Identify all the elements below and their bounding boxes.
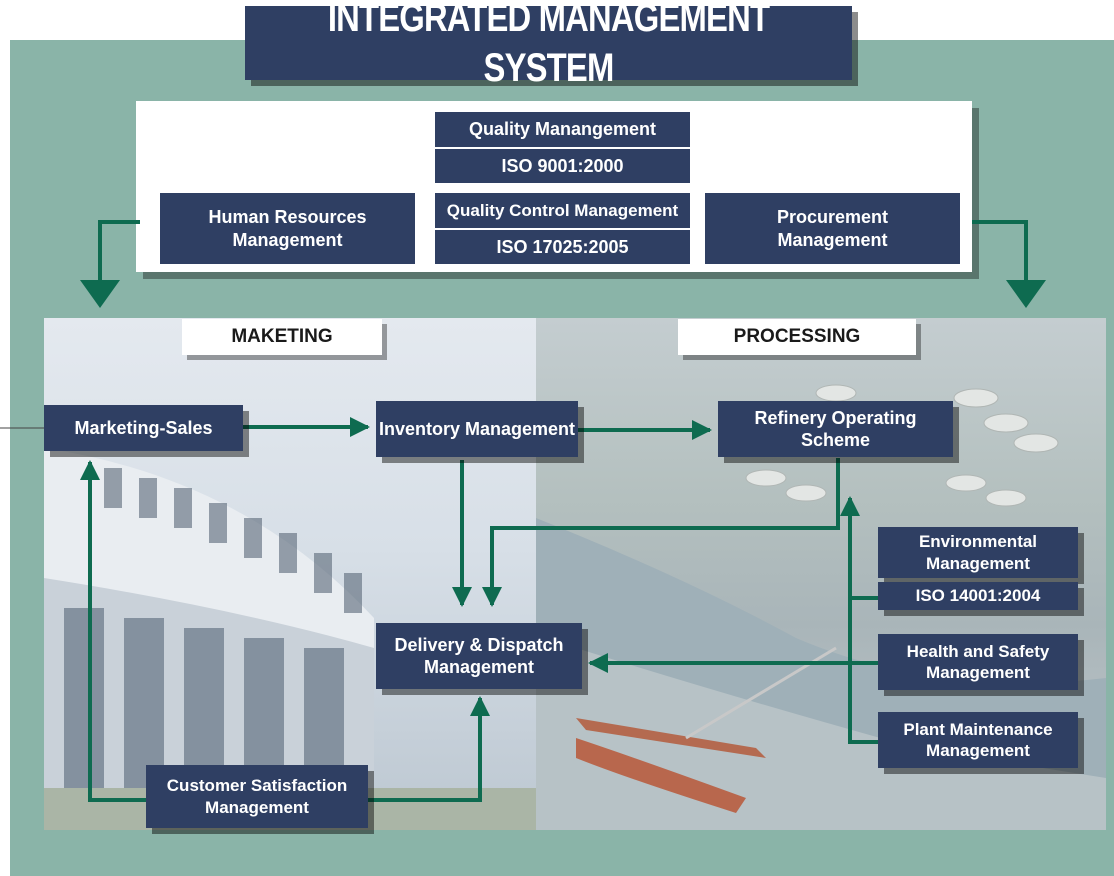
- marketing-section-label: MAKETING: [182, 319, 382, 355]
- inventory-management-box: Inventory Management: [376, 401, 578, 457]
- procurement-line2: Management: [777, 229, 888, 250]
- marketing-sales-box: Marketing-Sales: [44, 405, 243, 451]
- iso-17025-box: ISO 17025:2005: [435, 230, 690, 264]
- customer-satisfaction-line1: Customer Satisfaction: [166, 776, 348, 796]
- refinery-operating-scheme-box: Refinery Operating Scheme: [718, 401, 953, 457]
- quality-control-label: Quality Control Management: [446, 200, 679, 220]
- plant-maintenance-box: Plant Maintenance Management: [878, 712, 1078, 768]
- processing-section-label: PROCESSING: [678, 319, 916, 355]
- delivery-line2: Management: [423, 657, 535, 677]
- refinery-label: Refinery Operating Scheme: [754, 407, 917, 451]
- inventory-management-label: Inventory Management: [378, 418, 576, 439]
- processing-arrowhead: [1006, 280, 1046, 308]
- iso-14001-box: ISO 14001:2004: [878, 582, 1078, 610]
- quality-control-box: Quality Control Management: [435, 193, 690, 228]
- iso-17025-label: ISO 17025:2005: [496, 236, 629, 257]
- quality-management-box: Quality Manangement: [435, 112, 690, 147]
- systems-to-refinery-arrow: [840, 496, 878, 744]
- customer-satisfaction-box: Customer Satisfaction Management: [146, 765, 368, 828]
- quality-management-label: Quality Manangement: [468, 119, 657, 140]
- delivery-line1: Delivery & Dispatch: [394, 634, 564, 655]
- human-resources-line1: Human Resources: [208, 207, 367, 227]
- marketing-arrowhead: [80, 280, 120, 308]
- health-safety-box: Health and Safety Management: [878, 634, 1078, 690]
- title-text: INTEGRATED MANAGEMENT SYSTEM: [327, 0, 770, 90]
- delivery-dispatch-box: Delivery & Dispatch Management: [376, 623, 582, 689]
- procurement-line1: Procurement: [776, 207, 889, 227]
- customer-to-sales-arrow: [80, 460, 146, 802]
- customer-satisfaction-line2: Management: [205, 797, 309, 817]
- iso-14001-label: ISO 14001:2004: [915, 586, 1041, 606]
- plant-maintenance-line2: Management: [926, 741, 1030, 760]
- marketing-label-text: MAKETING: [231, 326, 333, 347]
- human-resources-line2: Management: [232, 229, 343, 250]
- environmental-line1: Environmental: [918, 532, 1038, 552]
- health-safety-line1: Health and Safety: [906, 641, 1050, 661]
- procurement-box: Procurement Management: [705, 193, 960, 264]
- environmental-management-box: Environmental Management: [878, 527, 1078, 578]
- iso-9001-box: ISO 9001:2000: [435, 149, 690, 183]
- environmental-line2: Management: [926, 553, 1030, 573]
- iso-9001-label: ISO 9001:2000: [501, 155, 624, 176]
- plant-maintenance-line1: Plant Maintenance: [903, 719, 1053, 739]
- human-resources-box: Human Resources Management: [160, 193, 415, 264]
- procurement-to-processing-connector: [972, 220, 1028, 285]
- diagram-title: INTEGRATED MANAGEMENT SYSTEM: [245, 0, 852, 90]
- refinery-to-delivery-arrow: [482, 458, 840, 607]
- customer-to-delivery-arrow: [368, 696, 490, 802]
- processing-label-text: PROCESSING: [733, 326, 861, 347]
- marketing-sales-label: Marketing-Sales: [74, 417, 213, 438]
- hr-to-marketing-connector: [98, 220, 140, 285]
- health-safety-line2: Management: [926, 663, 1030, 682]
